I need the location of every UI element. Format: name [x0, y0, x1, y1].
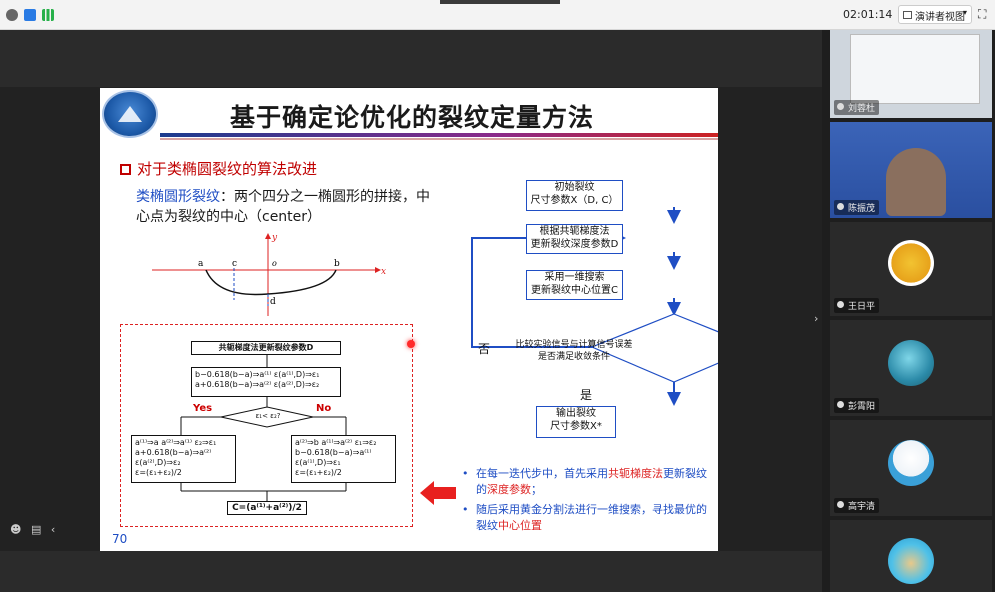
flow-no-label: 否	[478, 342, 491, 356]
shared-screen-thumbnail	[850, 34, 980, 104]
stage-top-margin	[0, 30, 822, 87]
view-mode-icon	[903, 11, 912, 19]
crack-description: 类椭圆形裂纹：两个四分之一椭圆形的拼接，中心点为裂纹的中心（center）	[136, 187, 436, 227]
bullet-item: 在每一迭代步中，首先采用共轭梯度法更新裂纹的深度参数；	[460, 466, 710, 498]
avatar	[888, 440, 934, 486]
left-arrow-icon	[420, 481, 456, 505]
view-mode-button[interactable]: 演讲者视图 ▾	[898, 5, 972, 24]
crack-shape-diagram: a c o b d x y	[152, 233, 386, 316]
participant-tile[interactable]: 王日平	[830, 222, 992, 316]
section-heading: 对于类椭圆裂纹的算法改进	[120, 158, 317, 179]
meeting-timer: 02:01:14	[843, 8, 893, 21]
participant-name: 高宇清	[834, 498, 880, 513]
algo-right-line: b−0.618(b−a)⇒a⁽¹⁾	[295, 448, 372, 457]
algo-left-line: a⁽¹⁾⇒a a⁽²⁾⇒a⁽¹⁾ ε₂⇒ε₁	[135, 438, 217, 447]
title-divider-thin	[160, 138, 718, 140]
participant-video	[886, 148, 946, 216]
participant-tile[interactable]: 高宇清	[830, 420, 992, 516]
participant-tile[interactable]	[830, 520, 992, 592]
chevron-left-icon[interactable]: ‹	[50, 523, 56, 536]
label-x: x	[381, 267, 386, 277]
algo-right-line: a⁽²⁾⇒b a⁽¹⁾⇒a⁽²⁾ ε₁⇒ε₂	[295, 438, 377, 447]
flow-decision-label: 比较实验信号与计算信号误差 是否满足收敛条件	[515, 340, 633, 362]
info-icon[interactable]	[6, 9, 18, 21]
flow-output-box: 输出裂纹 尺寸参数X*	[536, 406, 616, 438]
university-logo	[102, 90, 158, 138]
laser-pointer	[407, 340, 415, 348]
emoji-icon[interactable]: ☻	[10, 523, 22, 536]
view-mode-label: 演讲者视图	[915, 12, 965, 23]
section-heading-text: 对于类椭圆裂纹的算法改进	[137, 160, 318, 178]
participant-name: 彭霄阳	[834, 398, 880, 413]
algo-step1-line2: a+0.618(b−a)⇒a⁽²⁾ ε(a⁽²⁾,D)⇒ε₂	[195, 380, 320, 389]
label-d: d	[270, 297, 276, 307]
flow-step-c-box: 采用一维搜索 更新裂纹中心位置C	[526, 270, 623, 300]
algo-no-label: No	[316, 403, 332, 414]
avatar	[888, 340, 934, 386]
flow-step-d-box: 根据共轭梯度法 更新裂纹深度参数D	[526, 224, 623, 254]
top-toolbar: 02:01:14 演讲者视图 ▾ ⛶	[0, 0, 995, 30]
participant-tile[interactable]: 彭霄阳	[830, 320, 992, 416]
fullscreen-icon[interactable]: ⛶	[978, 7, 987, 21]
stage-bottom-margin	[0, 551, 822, 592]
stage-controls: ☻ ▤ ‹	[10, 523, 61, 536]
algo-left-line: a+0.618(b−a)⇒a⁽²⁾	[135, 448, 212, 457]
title-divider	[160, 133, 718, 137]
algorithm-box: 共轭梯度法更新裂纹参数D b−0.618(b−a)⇒a⁽¹⁾ ε(a⁽¹⁾,D)…	[120, 324, 413, 527]
algo-right-line: ε=(ε₁+ε₂)/2	[295, 468, 342, 477]
algo-right-line: ε(a⁽¹⁾,D)⇒ε₁	[295, 458, 341, 467]
algo-left-line: ε(a⁽²⁾,D)⇒ε₂	[135, 458, 181, 467]
label-a: a	[198, 259, 204, 269]
flow-init-box: 初始裂纹 尺寸参数X（D, C）	[526, 180, 623, 211]
chat-icon[interactable]: ▤	[30, 523, 42, 536]
window-title-bar	[440, 0, 560, 4]
algo-left-line: ε=(ε₁+ε₂)/2	[135, 468, 182, 477]
shield-icon[interactable]	[24, 9, 36, 21]
algo-title-box: 共轭梯度法更新裂纹参数D	[191, 341, 341, 355]
algo-result-box: C=(a⁽¹⁾+a⁽²⁾)/2	[227, 501, 307, 515]
label-c: c	[232, 259, 237, 269]
crack-description-text: ：两个四分之一椭圆形的拼接，中心点为裂纹的中心（center）	[136, 189, 430, 225]
label-b: b	[334, 259, 340, 269]
crack-type-label: 类椭圆形裂纹	[136, 189, 220, 205]
bullet-item: 随后采用黄金分割法进行一维搜索，寻找最优的裂纹中心位置	[460, 502, 710, 534]
signal-icon[interactable]	[42, 9, 54, 21]
algo-condition: ε₁< ε₂?	[255, 412, 281, 420]
participant-name: 刘蓉杜	[834, 100, 880, 115]
avatar	[888, 240, 934, 286]
slide-number: 70	[112, 532, 128, 546]
algo-right-box: a⁽²⁾⇒b a⁽¹⁾⇒a⁽²⁾ ε₁⇒ε₂ b−0.618(b−a)⇒a⁽¹⁾…	[291, 435, 396, 483]
chevron-right-icon[interactable]: ›	[814, 312, 819, 325]
label-y: y	[271, 233, 278, 243]
algo-left-box: a⁽¹⁾⇒a a⁽²⁾⇒a⁽¹⁾ ε₂⇒ε₁ a+0.618(b−a)⇒a⁽²⁾…	[131, 435, 236, 483]
label-o: o	[272, 259, 277, 268]
shared-slide: 基于确定论优化的裂纹定量方法 对于类椭圆裂纹的算法改进 类椭圆形裂纹：两个四分之…	[100, 88, 718, 551]
participant-name: 王日平	[834, 298, 880, 313]
chevron-down-icon: ▾	[962, 8, 967, 17]
algo-step1-line1: b−0.618(b−a)⇒a⁽¹⁾ ε(a⁽¹⁾,D)⇒ε₁	[195, 370, 320, 379]
participant-tile[interactable]: 刘蓉杜	[830, 30, 992, 118]
slide-title: 基于确定论优化的裂纹定量方法	[230, 103, 595, 132]
algo-step1-box: b−0.618(b−a)⇒a⁽¹⁾ ε(a⁽¹⁾,D)⇒ε₁ a+0.618(b…	[191, 367, 341, 397]
square-bullet-icon	[120, 164, 131, 175]
explanation-bullets: 在每一迭代步中，首先采用共轭梯度法更新裂纹的深度参数； 随后采用黄金分割法进行一…	[460, 466, 710, 538]
avatar	[888, 538, 934, 584]
participant-tile[interactable]: 陈振茂	[830, 122, 992, 218]
algo-yes-label: Yes	[193, 403, 213, 414]
participant-name: 陈振茂	[834, 200, 880, 215]
flow-yes-label: 是	[580, 388, 593, 402]
algorithm-arrows	[180, 355, 347, 501]
